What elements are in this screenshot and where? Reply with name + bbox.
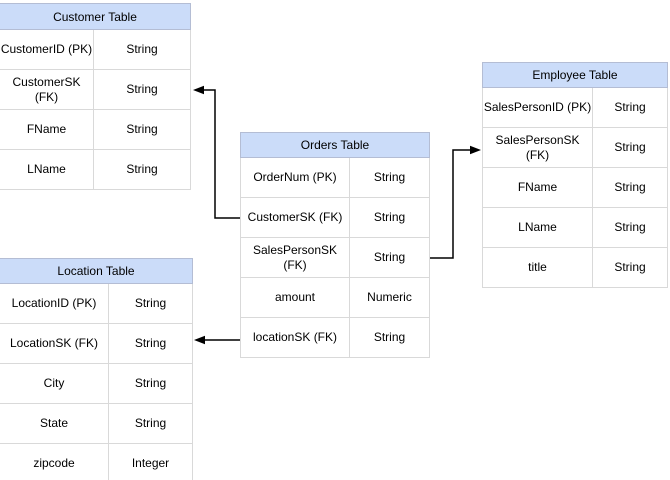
- field-type-cell: String: [350, 318, 430, 358]
- field-type-cell: Integer: [109, 444, 193, 480]
- field-type-cell: Numeric: [350, 278, 430, 318]
- field-type-cell: String: [94, 150, 191, 190]
- connector-line: [203, 89, 240, 219]
- connector-line: [430, 149, 471, 259]
- field-type-cell: String: [94, 70, 191, 110]
- table-row: LocationID (PK)String: [0, 284, 193, 324]
- table-title: Employee Table: [482, 62, 668, 88]
- field-name-cell: CustomerSK (FK): [0, 70, 94, 110]
- field-type-cell: String: [109, 404, 193, 444]
- table-row: locationSK (FK)String: [240, 318, 430, 358]
- field-name-cell: City: [0, 364, 109, 404]
- table-title: Location Table: [0, 258, 193, 284]
- field-name-cell: SalesPersonID (PK): [482, 88, 593, 128]
- field-name-cell: SalesPersonSK (FK): [482, 128, 593, 168]
- field-name-cell: amount: [240, 278, 350, 318]
- field-type-cell: String: [94, 110, 191, 150]
- field-type-cell: String: [350, 158, 430, 198]
- field-name-cell: LocationID (PK): [0, 284, 109, 324]
- table-row: OrderNum (PK)String: [240, 158, 430, 198]
- field-name-cell: FName: [482, 168, 593, 208]
- table-row: SalesPersonSK (FK)String: [482, 128, 668, 168]
- field-type-cell: String: [109, 324, 193, 364]
- field-type-cell: String: [350, 198, 430, 238]
- field-name-cell: title: [482, 248, 593, 288]
- arrowhead-right-icon: [470, 145, 481, 155]
- table-title: Orders Table: [240, 132, 430, 158]
- field-name-cell: FName: [0, 110, 94, 150]
- table-row: CustomerID (PK)String: [0, 30, 191, 70]
- field-name-cell: CustomerSK (FK): [240, 198, 350, 238]
- field-name-cell: LName: [0, 150, 94, 190]
- connector-orders-to-customer: [193, 85, 240, 219]
- table-row: SalesPersonSK (FK)String: [240, 238, 430, 278]
- field-name-cell: State: [0, 404, 109, 444]
- field-type-cell: String: [109, 364, 193, 404]
- field-type-cell: String: [593, 168, 668, 208]
- field-type-cell: String: [94, 30, 191, 70]
- field-name-cell: CustomerID (PK): [0, 30, 94, 70]
- table-title: Customer Table: [0, 3, 191, 30]
- field-name-cell: locationSK (FK): [240, 318, 350, 358]
- field-type-cell: String: [593, 88, 668, 128]
- table-row: SalesPersonID (PK)String: [482, 88, 668, 128]
- table-row: CustomerSK (FK)String: [240, 198, 430, 238]
- connector-orders-to-location: [194, 335, 240, 345]
- field-name-cell: OrderNum (PK): [240, 158, 350, 198]
- arrowhead-left-icon: [193, 85, 204, 95]
- table-row: CustomerSK (FK)String: [0, 70, 191, 110]
- field-type-cell: String: [593, 128, 668, 168]
- field-type-cell: String: [593, 248, 668, 288]
- field-name-cell: LocationSK (FK): [0, 324, 109, 364]
- arrowhead-left-icon: [194, 335, 205, 345]
- field-name-cell: LName: [482, 208, 593, 248]
- field-type-cell: String: [593, 208, 668, 248]
- field-type-cell: String: [350, 238, 430, 278]
- field-type-cell: String: [109, 284, 193, 324]
- field-name-cell: SalesPersonSK (FK): [240, 238, 350, 278]
- connector-orders-to-employee: [430, 145, 481, 259]
- table-row: LocationSK (FK)String: [0, 324, 193, 364]
- field-name-cell: zipcode: [0, 444, 109, 480]
